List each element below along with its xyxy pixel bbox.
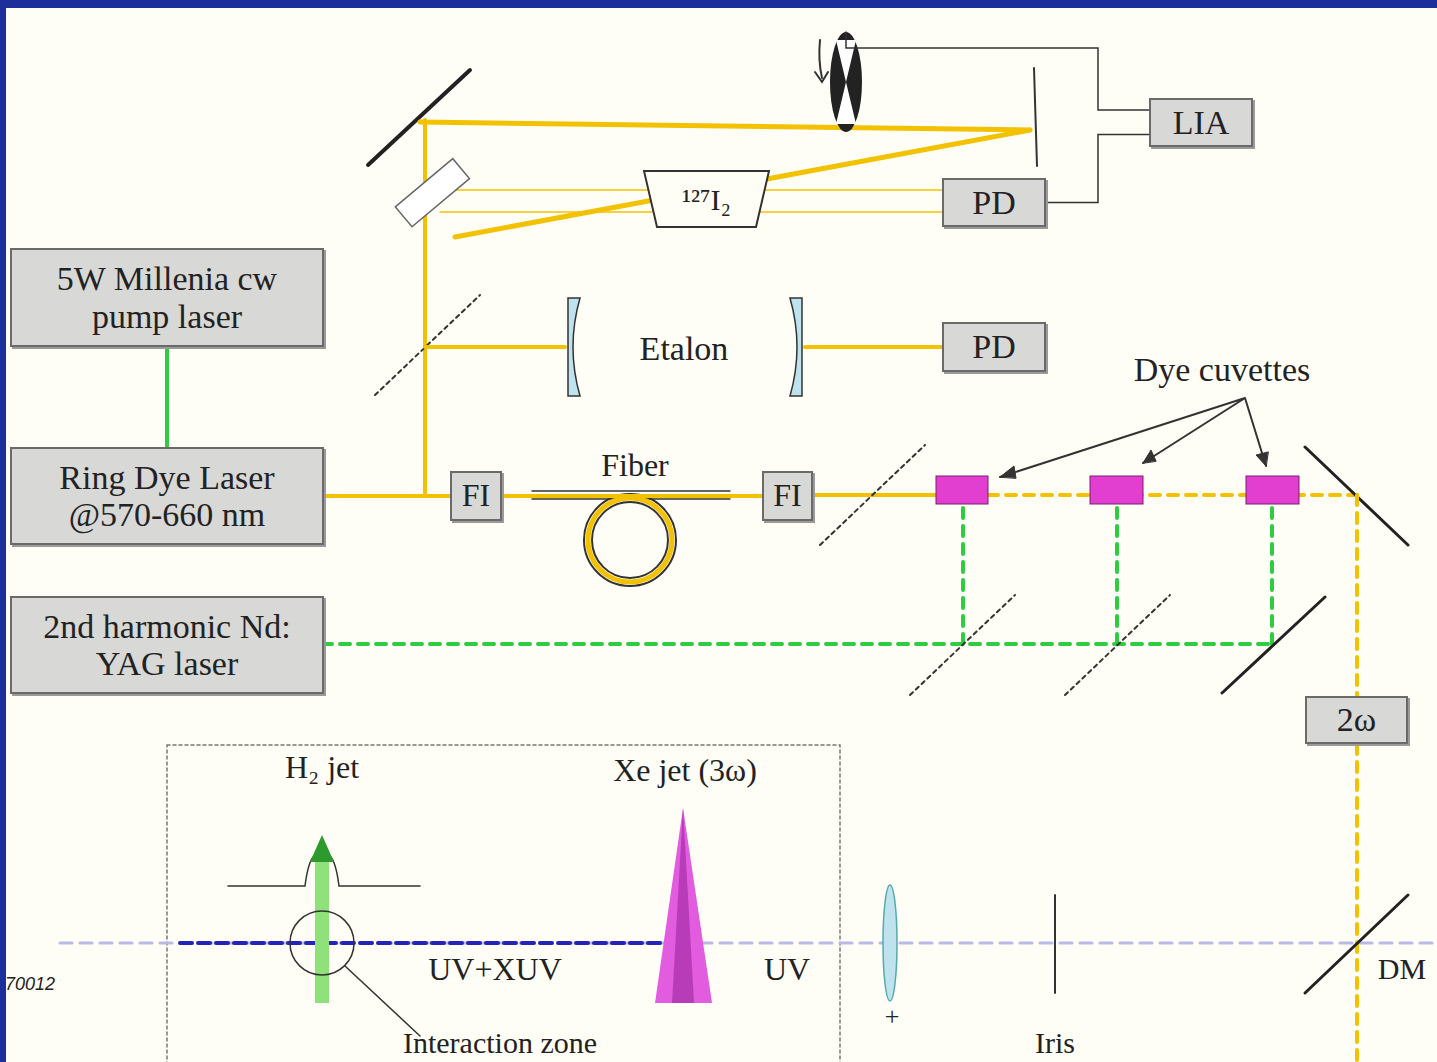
lens-sign: + (885, 1003, 900, 1032)
beam-connector (1046, 135, 1149, 203)
box-text: 5W Millenia cw pump laser (12, 260, 322, 335)
etalon-label: Etalon (640, 330, 729, 367)
beam-connector (324, 494, 450, 498)
box-text: 2ω (1331, 701, 1382, 738)
cuvette-label: Dye cuvettes (1134, 351, 1311, 388)
fiber-label: Fiber (601, 448, 669, 483)
box-text: Ring Dye Laser @570-660 nm (12, 459, 322, 534)
faraday-isolator: FI (450, 471, 502, 521)
beam-label: UV (764, 952, 810, 987)
box-text: FI (767, 478, 807, 513)
photodiode: PD (942, 178, 1046, 227)
box-text: 2nd harmonic Nd: YAG laser (12, 608, 322, 683)
yag-laser-box: 2nd harmonic Nd: YAG laser (10, 596, 324, 694)
box-text: PD (966, 328, 1021, 365)
faraday-isolator: FI (762, 471, 813, 521)
box-text: LIA (1167, 104, 1236, 141)
jet-label: H₂ jet (285, 750, 359, 785)
mirror-label: DM (1378, 952, 1426, 985)
beam-connector (502, 494, 762, 498)
jet-label: Xe jet (3ω) (613, 753, 757, 788)
box-text: FI (456, 478, 496, 513)
box-text: ¹²⁷I₂ (676, 183, 737, 216)
zone-label: Interaction zone (403, 1025, 597, 1058)
beam-label: UV+XUV (428, 952, 562, 987)
dye-laser-box: Ring Dye Laser @570-660 nm (10, 447, 324, 545)
iris-label: Iris (1035, 1025, 1075, 1058)
iodine-cell: ¹²⁷I₂ (643, 170, 770, 228)
slide-number: 70012 (5, 975, 55, 995)
doubler-box: 2ω (1305, 696, 1408, 744)
lock-in-amplifier: LIA (1149, 98, 1253, 147)
photodiode: PD (942, 322, 1046, 372)
beam-connector (165, 347, 169, 447)
pump-laser-box: 5W Millenia cw pump laser (10, 248, 324, 347)
box-text: PD (966, 184, 1021, 221)
